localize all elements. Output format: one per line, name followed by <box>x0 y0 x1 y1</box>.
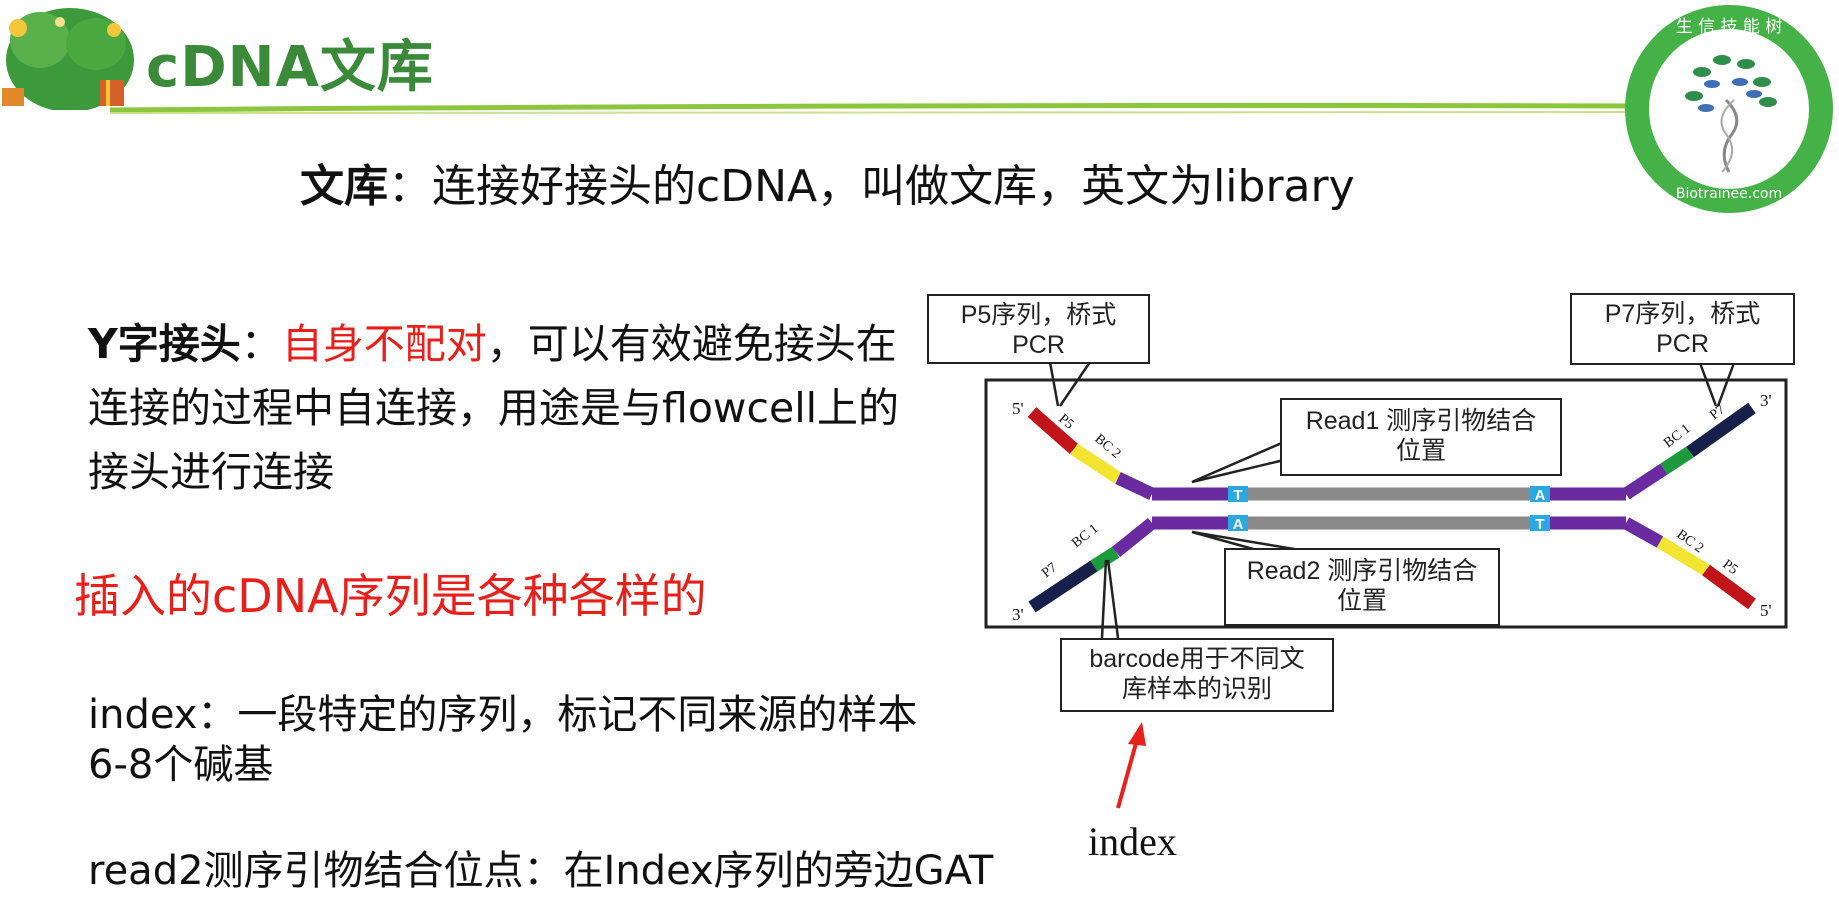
p7-callout-text: P7序列，桥式 PCR <box>1572 295 1793 359</box>
read2-callout-text: Read2 测序引物结合 位置 <box>1226 550 1498 616</box>
top-t-label: T <box>1233 487 1242 504</box>
p5-callout-box: P5序列，桥式 PCR <box>927 294 1150 364</box>
read2-note: read2测序引物结合位点：在Index序列的旁边GAT <box>88 838 993 896</box>
logo-url: Biotrainee.com <box>1676 186 1782 202</box>
read2-callout-box: Read2 测序引物结合 位置 <box>1224 548 1500 626</box>
y-adapter-description: Y字接头：自身不配对，可以有效避免接头在连接的过程中自连接，用途是与flowce… <box>88 312 908 504</box>
y-adapter-term: Y字接头 <box>88 320 241 368</box>
header-divider <box>0 0 1839 130</box>
definition-term: 文库 <box>300 161 388 212</box>
definition-text: ：连接好接头的cDNA，叫做文库，英文为library <box>388 161 1355 212</box>
bottom-a-label: A <box>1233 516 1244 533</box>
index-note-line2: 6-8个碱基 <box>88 740 917 790</box>
bottom-right-5prime: 5' <box>1760 601 1772 620</box>
index-label: index <box>1088 818 1177 865</box>
read1-callout-box: Read1 测序引物结合 位置 <box>1280 398 1562 476</box>
index-note-line1: index：一段特定的序列，标记不同来源的样本 <box>88 690 917 740</box>
barcode-callout-text: barcode用于不同文 库样本的识别 <box>1062 640 1332 704</box>
index-note: index：一段特定的序列，标记不同来源的样本 6-8个碱基 <box>88 690 917 790</box>
library-definition: 文库：连接好接头的cDNA，叫做文库，英文为library <box>300 150 1355 214</box>
logo-text: 生 信 技 能 树 <box>1676 17 1783 37</box>
index-arrow <box>1118 722 1146 808</box>
read1-callout-text: Read1 测序引物结合 位置 <box>1282 400 1560 466</box>
bottom-t-label: T <box>1535 516 1544 533</box>
barcode-callout-box: barcode用于不同文 库样本的识别 <box>1060 638 1334 712</box>
y-adapter-colon: ： <box>241 320 282 368</box>
p7-callout-box: P7序列，桥式 PCR <box>1570 293 1795 365</box>
p5-callout-text: P5序列，桥式 PCR <box>929 296 1148 360</box>
y-adapter-highlight: 自身不配对 <box>282 320 487 368</box>
top-right-3prime: 3' <box>1760 391 1772 410</box>
top-a-label: A <box>1535 487 1546 504</box>
bottom-left-3prime: 3' <box>1012 605 1024 624</box>
biotrainee-logo: 生 信 技 能 树 Biotrainee.com <box>1622 2 1836 216</box>
insert-note: 插入的cDNA序列是各种各样的 <box>74 560 707 626</box>
top-left-5prime: 5' <box>1012 399 1024 418</box>
